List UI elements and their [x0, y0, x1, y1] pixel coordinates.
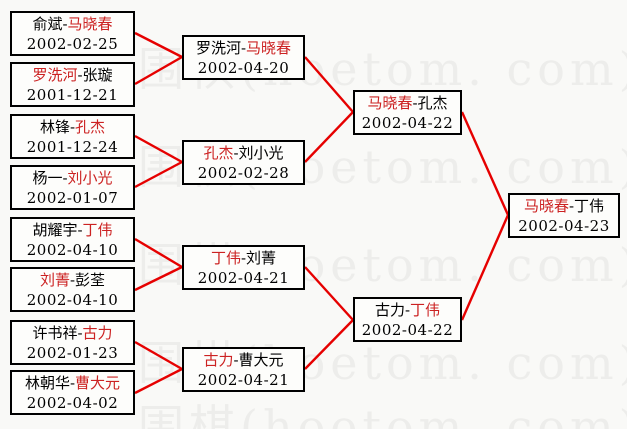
connector-line — [134, 237, 183, 269]
match-box-r1-1: 俞斌-马晓春 2002-02-25 — [10, 11, 135, 56]
winner-name: 丁伟 — [210, 248, 241, 267]
match-box-r1-7: 许书祥-古力 2002-01-23 — [10, 320, 135, 365]
match-date: 2002-04-23 — [518, 216, 610, 235]
matchup: 古力-丁伟 — [375, 300, 440, 320]
player-name: -孔杰 — [412, 93, 448, 112]
match-box-r1-5: 胡耀宇-丁伟 2002-04-10 — [10, 217, 135, 262]
winner-name: 马晓春 — [246, 38, 292, 57]
matchup: 丁伟-刘菁 — [211, 248, 276, 268]
winner-name: 古力 — [203, 350, 234, 369]
match-date: 2002-04-02 — [26, 393, 119, 412]
match-date: 2002-04-20 — [197, 58, 290, 77]
match-box-r2-3: 丁伟-刘菁 2002-04-21 — [182, 245, 305, 290]
matchup: 林朝华-曹大元 — [25, 373, 120, 393]
match-date: 2002-02-25 — [26, 34, 119, 53]
match-box-r1-4: 杨一-刘小光 2002-01-07 — [10, 165, 135, 210]
connector-line — [460, 214, 510, 321]
player-name: 古力- — [374, 300, 411, 319]
winner-name: 孔杰 — [75, 117, 106, 136]
player-name: -彭荃 — [69, 270, 106, 289]
winner-name: 曹大元 — [75, 373, 121, 392]
matchup: 马晓春-孔杰 — [367, 93, 447, 113]
connector-line — [134, 31, 183, 59]
player-name: -丁伟 — [568, 196, 605, 215]
match-date: 2002-04-21 — [197, 370, 290, 389]
winner-name: 古力 — [82, 323, 113, 342]
match-date: 2002-04-10 — [26, 290, 119, 309]
winner-name: 丁伟 — [410, 300, 441, 319]
matchup: 罗洗河-张璇 — [32, 65, 112, 85]
winner-name: 罗洗河 — [32, 65, 78, 84]
match-box-r2-1: 罗洗河-马晓春 2002-04-20 — [182, 35, 305, 80]
connector-line-group — [134, 31, 510, 395]
matchup: 许书祥-古力 — [32, 323, 112, 343]
match-date: 2002-01-07 — [26, 188, 119, 207]
match-box-r1-2: 罗洗河-张璇 2001-12-21 — [10, 62, 135, 107]
watermark-row: 围棋(hoetom. com) — [138, 400, 627, 429]
match-date: 2002-04-22 — [361, 113, 454, 132]
player-name: 罗洗河- — [195, 38, 247, 57]
matchup: 林锋-孔杰 — [40, 117, 105, 137]
match-date: 2001-12-21 — [26, 85, 119, 104]
connector-line — [460, 111, 510, 216]
player-name: -曹大元 — [233, 350, 284, 369]
player-name: 俞斌- — [32, 14, 68, 33]
match-date: 2002-04-10 — [26, 240, 119, 259]
player-name: 许书祥- — [32, 323, 83, 342]
connector-line — [304, 266, 354, 321]
winner-name: 马晓春 — [523, 196, 569, 215]
matchup: 孔杰-刘小光 — [203, 143, 283, 163]
winner-name: 丁伟 — [82, 220, 113, 239]
matchup: 杨一-刘小光 — [32, 168, 112, 188]
match-box-r2-4: 古力-曹大元 2002-04-21 — [182, 347, 305, 392]
connector-line — [134, 134, 183, 164]
matchup: 马晓春-丁伟 — [524, 196, 604, 216]
match-box-r2-2: 孔杰-刘小光 2002-02-28 — [182, 140, 305, 185]
connector-line — [304, 56, 354, 113]
player-name: 林朝华- — [24, 373, 76, 392]
player-name: -刘小光 — [233, 143, 284, 162]
match-box-r1-3: 林锋-孔杰 2001-12-24 — [10, 114, 135, 159]
match-date: 2002-04-22 — [361, 320, 454, 339]
match-box-semifinal-1: 马晓春-孔杰 2002-04-22 — [353, 90, 462, 135]
match-date: 2001-12-24 — [26, 137, 119, 156]
player-name: 杨一- — [32, 168, 68, 187]
match-box-r1-6: 刘菁-彭荃 2002-04-10 — [10, 267, 135, 312]
winner-name: 刘小光 — [67, 168, 113, 187]
player-name: -刘菁 — [240, 248, 277, 267]
matchup: 俞斌-马晓春 — [32, 14, 112, 34]
connector-line — [134, 160, 183, 189]
winner-name: 刘菁 — [39, 270, 70, 289]
matchup: 胡耀宇-丁伟 — [32, 220, 112, 240]
matchup: 古力-曹大元 — [203, 350, 283, 370]
matchup: 刘菁-彭荃 — [40, 270, 105, 290]
player-name: 胡耀宇- — [32, 220, 83, 239]
connector-line — [134, 367, 183, 395]
player-name: 林锋- — [39, 117, 76, 136]
connector-line — [134, 55, 183, 86]
connector-line — [134, 340, 183, 371]
matchup: 罗洗河-马晓春 — [196, 38, 291, 58]
player-name: -张璇 — [77, 65, 113, 84]
match-date: 2002-04-21 — [197, 268, 290, 287]
match-box-final: 马晓春-丁伟 2002-04-23 — [508, 193, 620, 238]
winner-name: 孔杰 — [203, 143, 234, 162]
match-date: 2002-01-23 — [26, 343, 119, 362]
match-box-semifinal-2: 古力-丁伟 2002-04-22 — [353, 297, 462, 342]
winner-name: 马晓春 — [367, 93, 413, 112]
connector-line — [304, 111, 354, 163]
match-box-r1-8: 林朝华-曹大元 2002-04-02 — [10, 370, 135, 415]
connector-line — [304, 319, 354, 370]
connector-line — [134, 265, 183, 292]
winner-name: 马晓春 — [67, 14, 113, 33]
match-date: 2002-02-28 — [197, 163, 290, 182]
